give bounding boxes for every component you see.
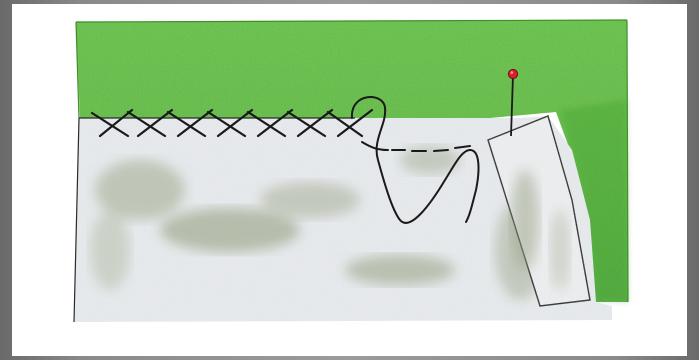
sewing-illustration [0,0,699,360]
illustration-canvas [0,0,699,360]
